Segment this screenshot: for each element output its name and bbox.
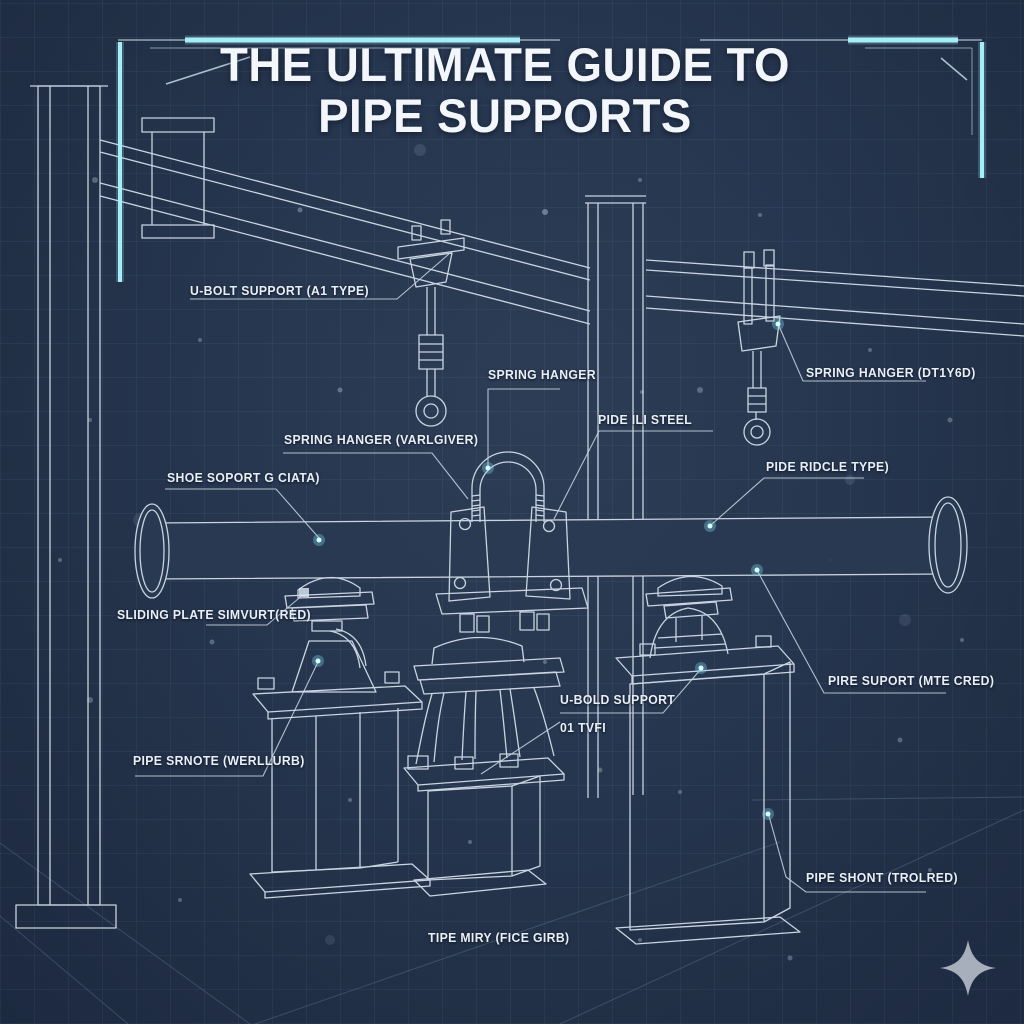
rod-hanger-left [397,219,465,427]
label-tipe-miry: TIPE MIRY (FICE GIRB) [428,930,570,945]
floor-lines [0,796,1024,1024]
label-u-bold-support-line1: U-BOLD SUPPORT [560,692,676,707]
u-bolt-clamp [435,451,589,633]
corner-bracket-top-left [116,35,560,282]
label-u-bolt-support-a1: U-BOLT SUPPORT (A1 TYPE) [190,283,369,298]
label-spring-hanger-var: SPRING HANGER (VARLGIVER) [284,432,479,447]
overhead-beam-right [645,259,1024,337]
label-pire-suport: PIRE SUPORT (MTE CRED) [828,673,995,688]
label-pipe-shont: PIPE SHONT (TROLRED) [806,870,958,885]
label-sliding-plate: SLIDING PLATE SIMVURT(RED) [117,607,311,622]
title-line-1: THE ULTIMATE GUIDE TO [220,38,790,91]
label-spring-hanger-right: SPRING HANGER (DT1Y6D) [806,365,976,380]
corner-bracket-top-right [700,35,986,178]
sparkle-star-icon [940,940,996,996]
adjustable-stand-center [403,636,565,897]
overhead-beam-left [99,139,591,325]
label-pide-ili-steel: PIDE ILI STEEL [598,412,693,427]
main-pipe [134,496,968,599]
glow-dots [312,318,784,820]
center-steel-column [585,195,646,798]
saddle-support-right [615,575,801,945]
page-title: THE ULTIMATE GUIDE TO PIPE SUPPORTS [0,38,1010,142]
label-spring-hanger: SPRING HANGER [488,367,596,382]
left-steel-column [15,85,117,929]
label-shoe-soport: SHOE SOPORT G CIATA) [167,470,320,485]
title-line-2: PIPE SUPPORTS [318,88,692,142]
shoe-support-left [249,576,431,899]
label-pipe-srnote: PIPE SRNOTE (WERLLURB) [133,753,305,768]
rod-hanger-right [737,249,781,446]
leader-lines [135,253,946,893]
label-pide-ridcle: PIDE RIDCLE TYPE) [766,459,890,474]
label-u-bold-support-line2: 01 TVFI [560,720,607,735]
